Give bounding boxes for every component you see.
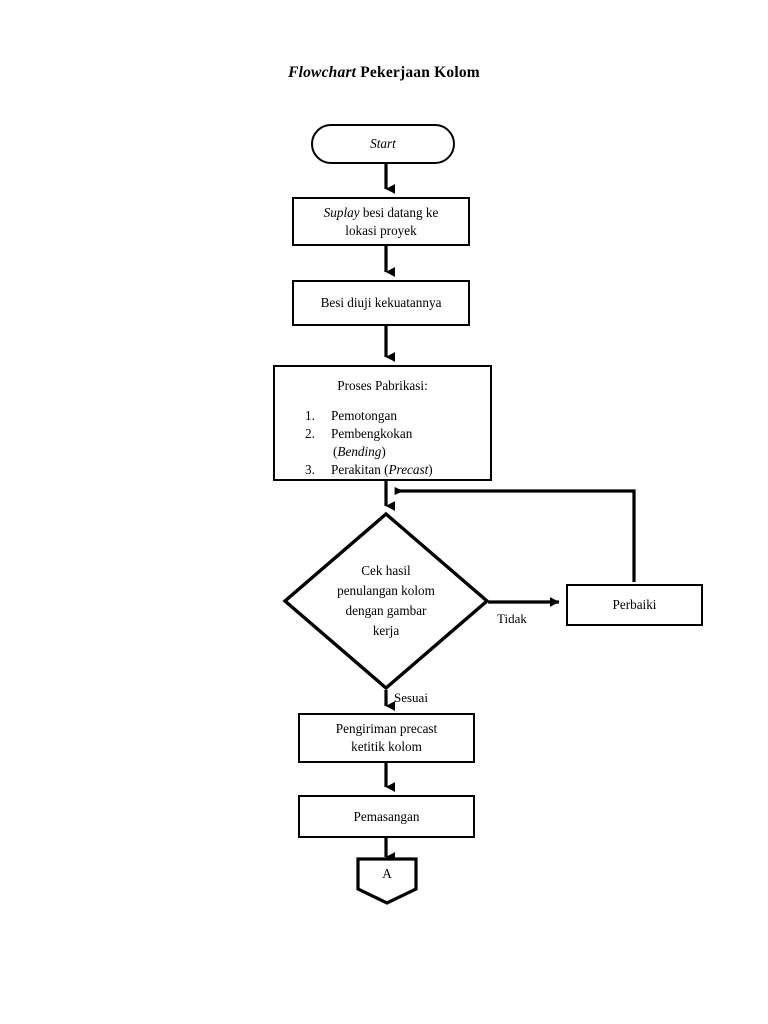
node-uji-kekuatan-label: Besi diuji kekuatannya [320,295,442,311]
pabrikasi-item-3-paren-close: ) [428,462,433,478]
node-suplay-line1-italic: Suplay [323,204,360,220]
edge-label-sesuai: Sesuai [394,690,428,705]
node-start[interactable]: Start [311,124,455,164]
diamond-shape [282,511,490,691]
node-suplay-line1-rest: besi datang ke [359,204,439,220]
pabrikasi-item-3-text: Perakitan ( [331,462,389,478]
node-proses-pabrikasi-heading: Proses Pabrikasi: [337,378,428,393]
node-proses-pabrikasi[interactable]: Proses Pabrikasi: 1. Pemotongan 2. Pemben… [273,365,492,481]
node-cek-hasil[interactable]: Cek hasil penulangan kolom dengan gambar… [282,511,490,691]
node-suplay-line2: lokasi proyek [345,222,417,238]
node-suplay-text: Suplay besi datang ke lokasi proyek [324,204,439,239]
pabrikasi-item-2-paren-close: ) [381,444,386,460]
pabrikasi-item-2-paren-open: ( [333,444,338,460]
node-perbaiki-label: Perbaiki [612,597,657,613]
node-pengiriman-precast[interactable]: Pengiriman precast ketitik kolom [298,713,475,763]
page-title: Flowchart Pekerjaan Kolom [0,64,768,82]
pabrikasi-item-3-number: 3. [305,462,315,478]
node-start-label: Start [370,136,396,152]
node-perbaiki[interactable]: Perbaiki [566,584,703,626]
node-pengiriman-precast-line1: Pengiriman precast [335,721,438,737]
pabrikasi-item-list: 1. Pemotongan 2. Pembengkokan (Bending) 3… [275,407,490,480]
edge-label-tidak: Tidak [497,611,527,626]
pabrikasi-item-2-text: Pembengkokan [331,425,413,441]
node-cek-hasil-line2: penulangan kolom [337,583,435,599]
node-pengiriman-precast-text: Pengiriman precast ketitik kolom [336,720,437,755]
node-connector-a-label: A [382,866,392,881]
pabrikasi-item-1-text: Pemotongan [331,407,397,423]
pabrikasi-item-2-number: 2. [305,425,315,441]
node-cek-hasil-line3: dengan gambar [345,603,427,618]
node-pengiriman-precast-line2: ketitik kolom [351,739,422,754]
connector-pentagon-shape [356,857,418,905]
node-cek-hasil-line4: kerja [372,622,400,638]
pabrikasi-item-1: 1. Pemotongan [305,407,490,425]
node-suplay[interactable]: Suplay besi datang ke lokasi proyek [292,197,470,246]
pabrikasi-item-2-subtext: (Bending) [331,443,490,461]
node-pemasangan-label: Pemasangan [353,808,420,824]
pabrikasi-item-1-number: 1. [305,407,315,423]
node-proses-pabrikasi-content: Proses Pabrikasi: 1. Pemotongan 2. Pemben… [275,367,490,488]
pabrikasi-item-3-italic: Precast [388,462,429,478]
pabrikasi-item-2: 2. Pembengkokan (Bending) [305,425,490,461]
page-title-rest: Pekerjaan Kolom [356,64,480,81]
node-connector-a[interactable]: A [356,857,418,905]
node-uji-kekuatan[interactable]: Besi diuji kekuatannya [292,280,470,326]
node-pemasangan[interactable]: Pemasangan [298,795,475,838]
pabrikasi-item-2-italic: Bending [337,444,382,460]
pabrikasi-item-3: 3. Perakitan (Precast) [305,461,490,479]
page-title-italic-part: Flowchart [288,64,357,81]
node-cek-hasil-line1: Cek hasil [361,563,411,579]
node-cek-hasil-text: Cek hasil penulangan kolom dengan gambar… [283,512,489,690]
